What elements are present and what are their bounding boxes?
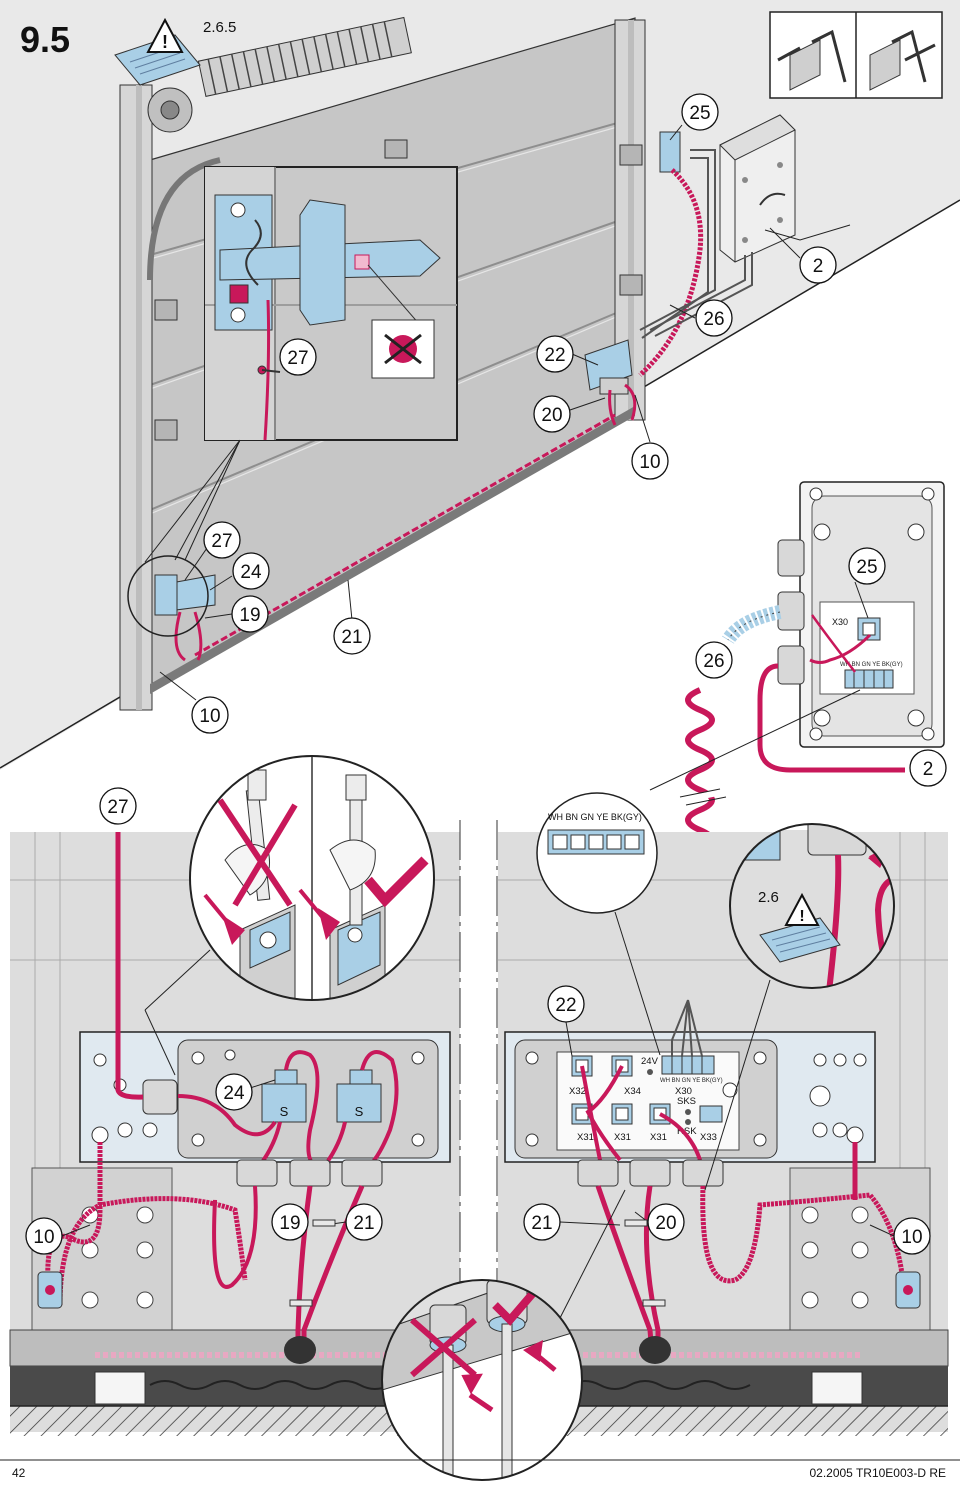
bottom-scene: S S (9, 787, 949, 1440)
svg-text:19: 19 (279, 1213, 300, 1234)
callout-20-top: 20 (533, 395, 606, 433)
callout-19-top: 19 (204, 595, 269, 633)
svg-text:WH BN GN YE BK(GY): WH BN GN YE BK(GY) (840, 662, 903, 668)
svg-text:21: 21 (341, 627, 362, 648)
svg-text:S: S (355, 1104, 364, 1119)
svg-text:X32: X32 (569, 1086, 586, 1097)
svg-text:21: 21 (353, 1213, 374, 1234)
svg-text:27: 27 (211, 531, 232, 552)
svg-text:24: 24 (240, 562, 262, 583)
callout-21-top: 21 (333, 579, 371, 655)
junction-box-left-small (154, 574, 216, 662)
callout-27-top: 27 (184, 521, 241, 581)
document-code: 02.2005 TR10E003-D RE (809, 1466, 946, 1480)
svg-text:!: ! (162, 32, 168, 52)
svg-text:X31: X31 (650, 1132, 667, 1143)
svg-text:27: 27 (107, 797, 128, 818)
callout-24-bottom: 24 (215, 1073, 276, 1111)
svg-text:24V: 24V (641, 1056, 659, 1067)
control-box-wall (719, 114, 796, 263)
terminal-color-detail: WH BN GN YE BK(GY) (536, 792, 661, 1056)
svg-text:RSK: RSK (677, 1126, 697, 1137)
callout-27-bottom: 27 (99, 787, 137, 825)
svg-text:24: 24 (223, 1083, 245, 1104)
svg-text:20: 20 (655, 1213, 676, 1234)
svg-text:2: 2 (923, 759, 934, 780)
callout-26-right: 26 (695, 641, 733, 679)
callout-22-top: 22 (536, 335, 599, 373)
callout-25-right: 25 (848, 547, 886, 619)
callout-22-bottom: 22 (547, 985, 585, 1057)
svg-text:WH BN GN YE BK(GY): WH BN GN YE BK(GY) (660, 1078, 723, 1084)
warning-sheet-icon: ! (114, 17, 201, 86)
svg-text:10: 10 (199, 706, 220, 727)
svg-text:X30: X30 (832, 617, 848, 627)
callout-2-right: 2 (909, 749, 947, 787)
tool-usage-detail (144, 755, 435, 1076)
svg-text:S: S (280, 1104, 289, 1119)
connector-box-22 (584, 339, 637, 426)
svg-text:10: 10 (33, 1227, 54, 1248)
section-number: 9.5 (20, 19, 70, 60)
control-unit-box: X30 WH BN GN YE BK(GY) (777, 481, 945, 748)
warning-triangle-icon (784, 892, 820, 926)
top-scene: ! (0, 0, 960, 770)
callout-10-top-right: 10 (631, 394, 669, 480)
cable-27 (115, 832, 144, 1100)
callout-25-top: 25 (669, 93, 719, 141)
svg-text:20: 20 (541, 405, 562, 426)
detail-inset-spring-contact (174, 166, 458, 561)
svg-text:25: 25 (689, 103, 710, 124)
svg-text:19: 19 (239, 605, 260, 626)
svg-text:22: 22 (555, 995, 576, 1016)
svg-text:10: 10 (901, 1227, 922, 1248)
svg-text:10: 10 (639, 452, 660, 473)
svg-text:X30: X30 (675, 1086, 692, 1097)
callout-10-bottom-left: 10 (25, 1217, 91, 1255)
callout-2-top: 2 (769, 227, 837, 284)
door-type-icons (769, 11, 943, 99)
right-junction-box: X32 X34 24V WH BN GN YE BK(GY) X30 SKS R… (504, 999, 876, 1187)
callout-10-top-left: 10 (159, 671, 229, 734)
svg-text:26: 26 (703, 309, 724, 330)
torsion-spring (147, 16, 412, 133)
svg-text:2: 2 (813, 256, 824, 277)
callout-24-top: 24 (209, 552, 270, 591)
callout-21-bottom-right: 21 (523, 1203, 621, 1241)
svg-text:22: 22 (544, 345, 565, 366)
left-junction-box: S S (79, 1031, 451, 1187)
cable-gland-detail (381, 1189, 626, 1481)
svg-text:21: 21 (531, 1213, 552, 1234)
callout-19-bottom: 19 (271, 1203, 309, 1241)
warning-triangle-icon (146, 17, 184, 53)
callout-27-inset: 27 (279, 338, 317, 376)
callout-21-bottom-left: 21 (324, 1203, 383, 1241)
callout-20-bottom: 20 (634, 1203, 685, 1241)
svg-text:X33: X33 (700, 1132, 717, 1143)
page-number: 42 (12, 1466, 26, 1480)
warning-reference-top: 2.6.5 (203, 19, 236, 36)
svg-text:X31: X31 (577, 1132, 594, 1143)
warning-reference-inset: 2.6 (758, 889, 779, 906)
svg-text:27: 27 (287, 348, 308, 369)
svg-text:!: ! (799, 908, 804, 925)
svg-text:25: 25 (856, 557, 877, 578)
cable-2 (757, 663, 905, 773)
svg-text:SKS: SKS (677, 1096, 696, 1107)
callout-26-top: 26 (669, 299, 733, 337)
callout-10-bottom-right: 10 (869, 1217, 931, 1255)
svg-text:WH BN GN YE BK(GY): WH BN GN YE BK(GY) (548, 812, 642, 822)
svg-text:26: 26 (703, 651, 724, 672)
warning-detail: ! 2.6 (704, 823, 895, 1191)
svg-text:X34: X34 (624, 1086, 641, 1097)
svg-text:X31: X31 (614, 1132, 631, 1143)
